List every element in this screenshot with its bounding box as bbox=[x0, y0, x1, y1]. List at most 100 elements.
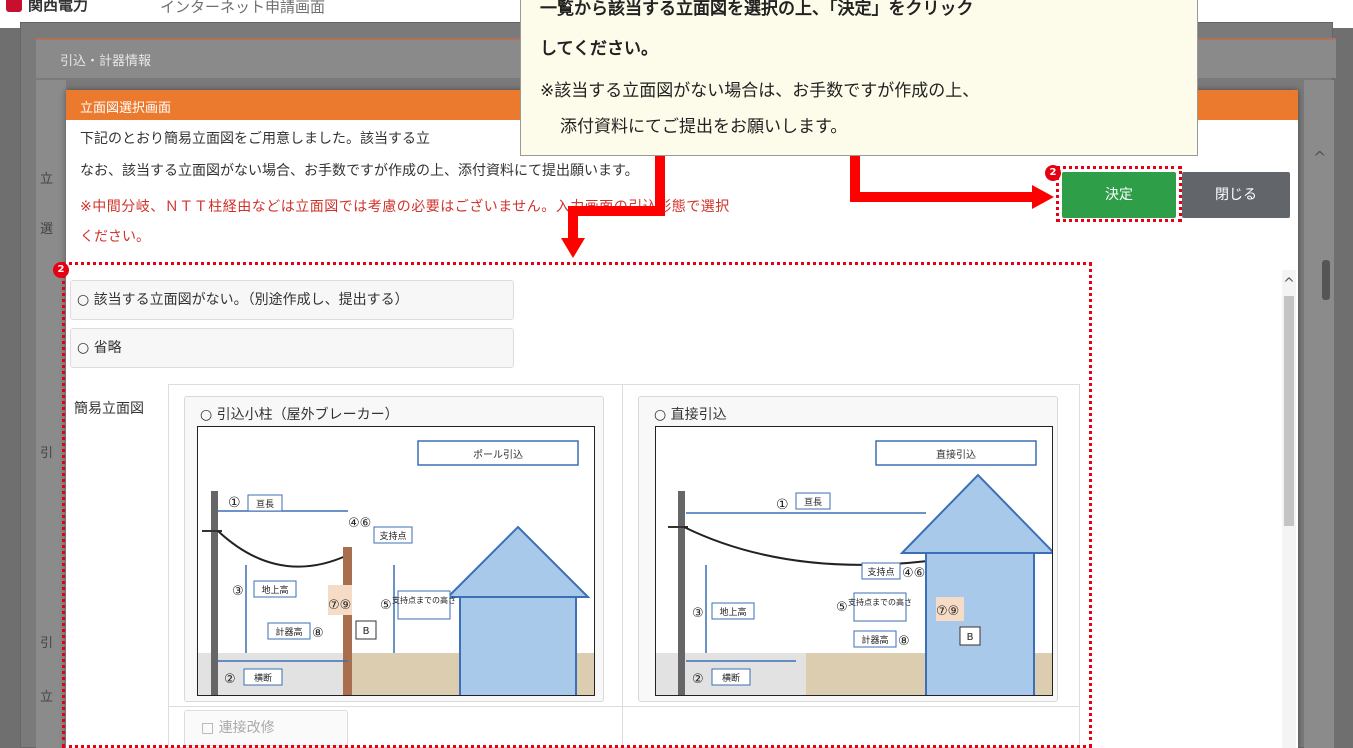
logo-icon bbox=[6, 0, 22, 12]
pole-elevation-diagram: ポール引込 ① 亘長 ④⑥ 支持点 ③ 地上高 ⑦⑨ ⑤ 支持点までの高さ 計器… bbox=[197, 426, 595, 698]
diagram-title: ポール引込 bbox=[473, 449, 523, 461]
pole-diagram-svg: ポール引込 ① 亘長 ④⑥ 支持点 ③ 地上高 ⑦⑨ ⑤ 支持点までの高さ 計器… bbox=[198, 440, 594, 698]
decide-button[interactable]: 決定 bbox=[1062, 172, 1176, 218]
house-wall bbox=[925, 552, 1035, 698]
modal-warning-note: ※中間分岐、ＮＴＴ柱経由などは立面図では考慮の必要はございません。入力画面の引込… bbox=[80, 199, 730, 215]
side-label: 選 bbox=[40, 222, 54, 237]
label-box bbox=[373, 526, 413, 544]
num-7-9: ⑦⑨ bbox=[936, 604, 959, 619]
callout-note: ※該当する立面図がない場合は、お手数ですが作成の上、 bbox=[540, 81, 980, 101]
label-box bbox=[861, 562, 901, 580]
span-label: 亘長 bbox=[804, 497, 822, 508]
label-box bbox=[247, 494, 283, 512]
radio-icon[interactable]: ○ bbox=[654, 407, 671, 423]
step-badge: 2 bbox=[1045, 165, 1061, 181]
utility-pole bbox=[678, 491, 685, 695]
num-1: ① bbox=[228, 495, 241, 511]
renovation-label: 連接改修 bbox=[218, 720, 275, 736]
modal-description-note: なお、該当する立面図がない場合、お手数ですが作成の上、添付資料にて提出願います。 bbox=[80, 163, 639, 179]
utility-pole bbox=[211, 491, 218, 695]
radio-icon[interactable]: ○ bbox=[77, 340, 94, 356]
selection-area-highlight bbox=[62, 262, 1092, 748]
num-3: ③ bbox=[692, 606, 704, 621]
card-label[interactable]: ○ 直接引込 bbox=[654, 404, 727, 424]
meter-height-label: 計器高 bbox=[275, 626, 302, 638]
num-7-9: ⑦⑨ bbox=[328, 598, 351, 613]
diagram-title-box bbox=[875, 440, 1037, 466]
num-8: ⑧ bbox=[312, 626, 324, 641]
renovation-checkbox[interactable]: □ 連接改修 bbox=[184, 710, 348, 746]
option-no-elevation[interactable]: ○ 該当する立面図がない。（別途作成し、提出する） bbox=[70, 280, 514, 320]
label-box bbox=[853, 592, 907, 622]
span-label: 亘長 bbox=[256, 499, 274, 510]
num-4-6: ④⑥ bbox=[348, 516, 371, 531]
diagram-title: 直接引込 bbox=[936, 448, 976, 461]
checkbox-icon[interactable]: □ bbox=[201, 720, 219, 736]
label-box bbox=[711, 602, 755, 620]
site-logo-text: 関西電力 bbox=[28, 0, 89, 14]
label-box bbox=[795, 492, 831, 510]
num-1: ① bbox=[776, 497, 789, 513]
side-label: 引 bbox=[40, 446, 54, 461]
label-box bbox=[355, 620, 377, 640]
pointer-arrow bbox=[850, 192, 1034, 202]
radio-icon[interactable]: ○ bbox=[200, 407, 217, 423]
decide-button-highlight bbox=[1056, 166, 1182, 222]
lead-in-pole bbox=[343, 547, 352, 695]
pointer-arrow bbox=[568, 206, 578, 242]
support-point-label: 支持点 bbox=[867, 566, 894, 578]
grid-divider bbox=[622, 384, 623, 748]
label-box bbox=[959, 626, 981, 646]
label-box bbox=[853, 630, 897, 648]
side-label: 引 bbox=[40, 636, 54, 651]
house-wall bbox=[459, 596, 577, 698]
crossing-label: 横断 bbox=[254, 672, 272, 684]
label-box bbox=[397, 590, 451, 620]
meter-box bbox=[328, 585, 352, 615]
callout-text: 一覧から該当する立面図を選択の上、「決定」をクリック bbox=[540, 0, 974, 19]
num-5: ⑤ bbox=[380, 598, 392, 613]
arrow-down-icon bbox=[561, 238, 585, 258]
direct-diagram-svg: 直接引込 ① 亘長 支持点 ④⑥ ③ 地上高 ⑤ 支持点までの高さ ⑦⑨ 計器高… bbox=[656, 440, 1057, 698]
service-wire bbox=[217, 530, 349, 568]
chevron-up-icon[interactable]: ^ bbox=[1313, 148, 1327, 167]
instruction-callout bbox=[520, 0, 1198, 156]
num-2: ② bbox=[692, 672, 704, 687]
simple-elevation-label: 簡易立面図 bbox=[74, 401, 144, 417]
ground-height-label: 地上高 bbox=[261, 584, 288, 596]
num-8: ⑧ bbox=[898, 634, 910, 649]
outer-panel-title: 引込・計器情報 bbox=[60, 54, 152, 69]
chevron-up-icon[interactable]: ^ bbox=[1283, 276, 1295, 292]
card-label[interactable]: ○ 引込小柱（屋外ブレーカー） bbox=[200, 404, 399, 424]
close-button[interactable]: 閉じる bbox=[1182, 172, 1290, 218]
num-3: ③ bbox=[232, 584, 244, 599]
b-label: B bbox=[363, 626, 370, 637]
label-box bbox=[711, 668, 751, 686]
grid-divider bbox=[168, 706, 1080, 707]
option-omit[interactable]: ○ 省略 bbox=[70, 328, 514, 368]
step-badge: 2 bbox=[53, 262, 69, 278]
label-box bbox=[267, 622, 311, 640]
callout-text: してください。 bbox=[540, 39, 658, 59]
side-label: 立 bbox=[40, 690, 54, 705]
label-box bbox=[253, 580, 297, 598]
pointer-arrow bbox=[655, 156, 665, 216]
support-height-label: 支持点までの高さ bbox=[848, 597, 912, 607]
meter-height-label: 計器高 bbox=[861, 634, 888, 646]
support-height-label: 支持点までの高さ bbox=[392, 595, 456, 605]
inner-scrollbar-thumb[interactable] bbox=[1284, 296, 1294, 526]
label-box bbox=[243, 668, 283, 686]
callout-note: 添付資料にてご提出をお願いします。 bbox=[560, 117, 848, 137]
option-label: 省略 bbox=[93, 340, 122, 356]
modal-description: 下記のとおり簡易立面図をご用意しました。該当する立 bbox=[80, 131, 430, 147]
ground-height-label: 地上高 bbox=[719, 606, 746, 618]
card-label-text: 直接引込 bbox=[670, 407, 727, 423]
meter-box bbox=[936, 597, 964, 621]
outer-scrollbar-thumb[interactable] bbox=[1322, 260, 1330, 300]
site-header-title: インターネット申請画面 bbox=[160, 0, 326, 16]
radio-icon[interactable]: ○ bbox=[77, 292, 94, 308]
outer-panel-right-strip bbox=[1304, 80, 1334, 748]
arrow-right-icon bbox=[1032, 185, 1054, 209]
diagram-title-box bbox=[417, 440, 579, 466]
num-2: ② bbox=[224, 672, 236, 687]
